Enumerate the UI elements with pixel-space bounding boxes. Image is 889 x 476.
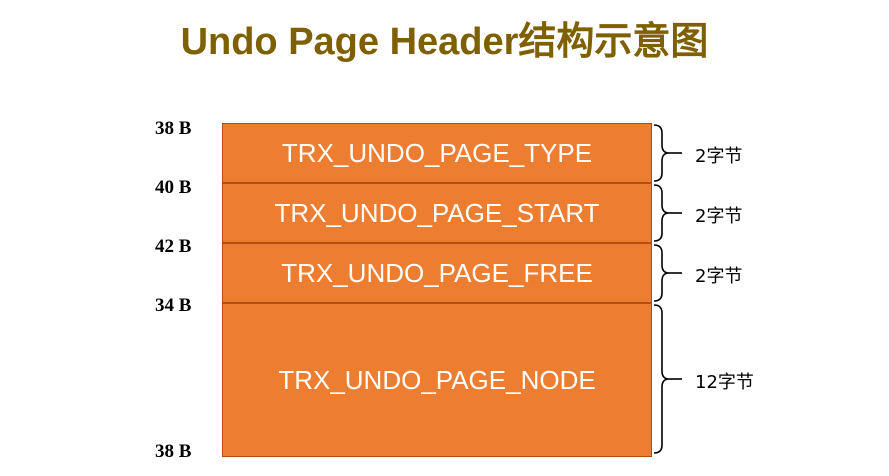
size-braces bbox=[653, 124, 682, 454]
offset-label-2: 42 B bbox=[155, 236, 192, 257]
field-trx-undo-page-free: TRX_UNDO_PAGE_FREE bbox=[222, 243, 652, 303]
size-label-node: 12字节 bbox=[695, 372, 754, 393]
offset-label-0: 38 B bbox=[155, 118, 192, 139]
brace-node bbox=[653, 304, 670, 454]
offset-label-1: 40 B bbox=[155, 177, 192, 198]
brace-free bbox=[653, 244, 670, 302]
size-label-type: 2字节 bbox=[695, 146, 743, 167]
offset-label-4: 38 B bbox=[155, 441, 192, 462]
field-trx-undo-page-start: TRX_UNDO_PAGE_START bbox=[222, 183, 652, 243]
header-field-stack: TRX_UNDO_PAGE_TYPE TRX_UNDO_PAGE_START T… bbox=[222, 123, 652, 457]
offset-label-3: 34 B bbox=[155, 295, 192, 316]
size-label-start: 2字节 bbox=[695, 206, 743, 227]
field-trx-undo-page-node: TRX_UNDO_PAGE_NODE bbox=[222, 303, 652, 457]
diagram-title: Undo Page Header结构示意图 bbox=[180, 21, 709, 63]
field-trx-undo-page-type: TRX_UNDO_PAGE_TYPE bbox=[222, 123, 652, 183]
brace-start bbox=[653, 184, 670, 242]
size-label-free: 2字节 bbox=[695, 266, 743, 287]
brace-type bbox=[653, 124, 670, 182]
